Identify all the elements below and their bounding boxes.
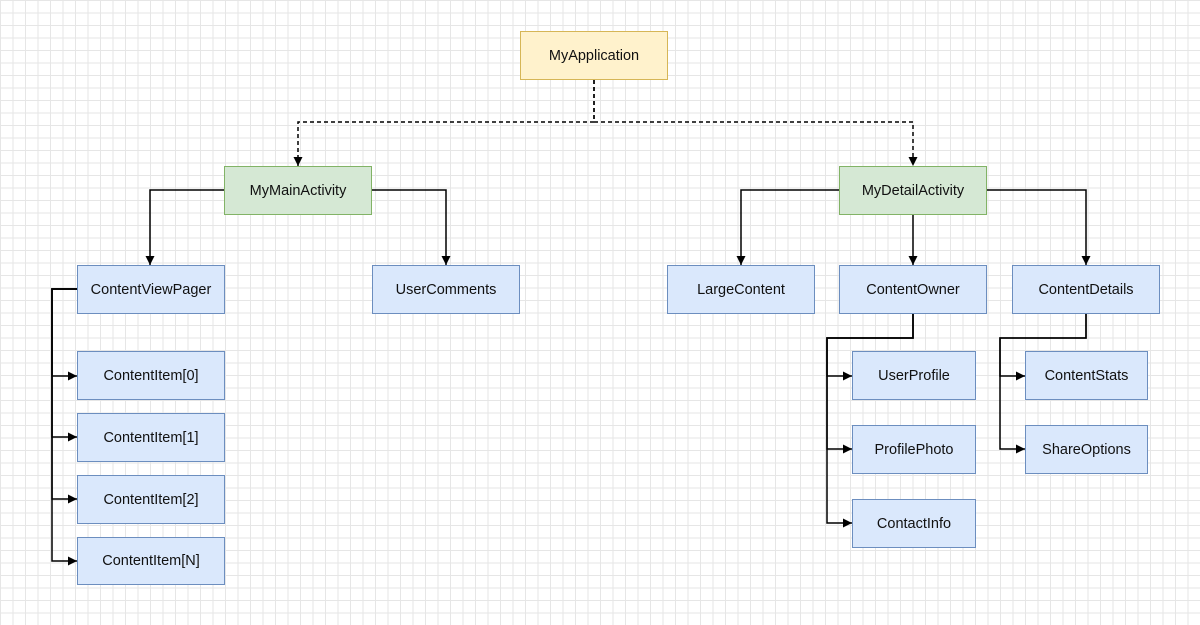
connector-app-to-detail — [593, 80, 918, 166]
node-label: ContentDetails — [1038, 281, 1134, 298]
connector-main-to-comments — [372, 189, 451, 265]
node-mydetailactivity[interactable]: MyDetailActivity — [839, 166, 987, 215]
node-contentviewpager[interactable]: ContentViewPager — [77, 265, 225, 314]
connector-app-to-main — [293, 80, 595, 166]
connector-details-to-share — [999, 314, 1087, 454]
node-contactinfo[interactable]: ContactInfo — [852, 499, 976, 548]
node-shareoptions[interactable]: ShareOptions — [1025, 425, 1148, 474]
node-label: ContentItem[2] — [103, 491, 199, 508]
connector-owner-to-contact — [826, 314, 914, 528]
node-contentowner[interactable]: ContentOwner — [839, 265, 987, 314]
connector-detail-to-large — [736, 189, 839, 265]
connector-pager-to-item1 — [51, 288, 77, 442]
connector-main-to-pager — [145, 189, 224, 265]
node-label: ProfilePhoto — [874, 441, 954, 458]
node-label: ContentViewPager — [90, 281, 212, 298]
node-label: LargeContent — [697, 281, 785, 298]
node-label: MyMainActivity — [249, 182, 347, 199]
node-contentstats[interactable]: ContentStats — [1025, 351, 1148, 400]
node-label: ContentItem[N] — [102, 553, 200, 569]
node-contentitem-n[interactable]: ContentItem[N] — [77, 537, 225, 585]
node-label: ContentItem[1] — [103, 429, 199, 446]
connector-pager-to-itemN — [51, 288, 77, 566]
node-label: ShareOptions — [1042, 441, 1131, 458]
node-label: UserProfile — [878, 367, 950, 384]
node-usercomments[interactable]: UserComments — [372, 265, 520, 314]
node-largecontent[interactable]: LargeContent — [667, 265, 815, 314]
connector-detail-to-details — [987, 189, 1091, 265]
node-contentdetails[interactable]: ContentDetails — [1012, 265, 1160, 314]
node-label: ContentItem[0] — [103, 367, 199, 384]
connector-pager-to-item0 — [51, 288, 77, 381]
node-mymainactivity[interactable]: MyMainActivity — [224, 166, 372, 215]
node-userprofile[interactable]: UserProfile — [852, 351, 976, 400]
node-label: ContentStats — [1044, 367, 1129, 384]
connector-pager-to-item2 — [51, 288, 77, 504]
node-label: ContentOwner — [866, 281, 960, 298]
node-contentitem-1[interactable]: ContentItem[1] — [77, 413, 225, 462]
node-label: MyApplication — [548, 47, 640, 64]
node-label: MyDetailActivity — [861, 182, 965, 199]
node-contentitem-0[interactable]: ContentItem[0] — [77, 351, 225, 400]
node-label: UserComments — [395, 281, 497, 298]
node-myapplication[interactable]: MyApplication — [520, 31, 668, 80]
node-profilephoto[interactable]: ProfilePhoto — [852, 425, 976, 474]
node-label: ContactInfo — [876, 515, 952, 532]
node-contentitem-2[interactable]: ContentItem[2] — [77, 475, 225, 524]
